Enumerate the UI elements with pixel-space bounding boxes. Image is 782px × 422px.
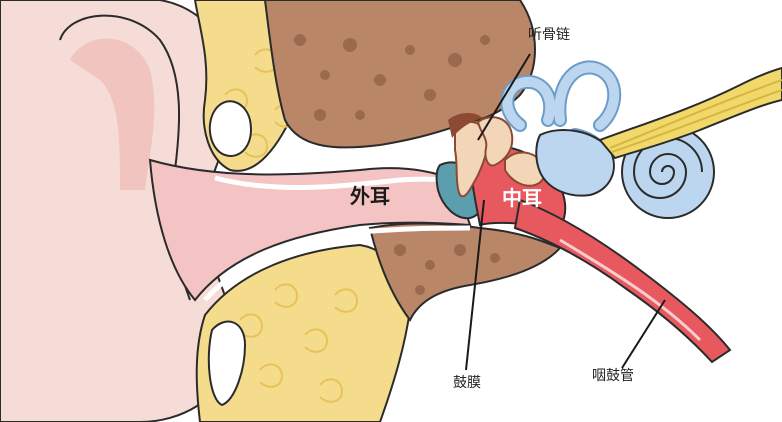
nerve-fibers xyxy=(609,79,782,153)
eustachian-tube-label: 咽鼓管 xyxy=(592,368,634,384)
vestibule xyxy=(535,129,615,197)
cartilage-lower xyxy=(207,320,247,407)
tube-wall xyxy=(559,238,702,342)
bone-spots xyxy=(294,34,500,295)
eardrum-label: 鼓膜 xyxy=(453,375,481,391)
canal-lining-bottom xyxy=(203,225,471,302)
tube-pointer xyxy=(621,299,666,369)
auditory-nerve xyxy=(598,66,782,160)
middle-ear-label: 中耳 xyxy=(502,186,542,210)
auricle-shadow xyxy=(70,38,155,190)
incus xyxy=(476,116,514,167)
ear-canal xyxy=(148,158,472,302)
eustachian-tube-shape xyxy=(513,198,732,364)
ossicle-dark xyxy=(448,113,482,138)
outer-ear-label: 外耳 xyxy=(350,184,390,208)
ossicles-pointer xyxy=(477,53,531,141)
cartilage-upper xyxy=(208,100,252,157)
eardrum-pointer xyxy=(465,199,485,371)
ossicles-label: 听骨链 xyxy=(528,27,570,43)
